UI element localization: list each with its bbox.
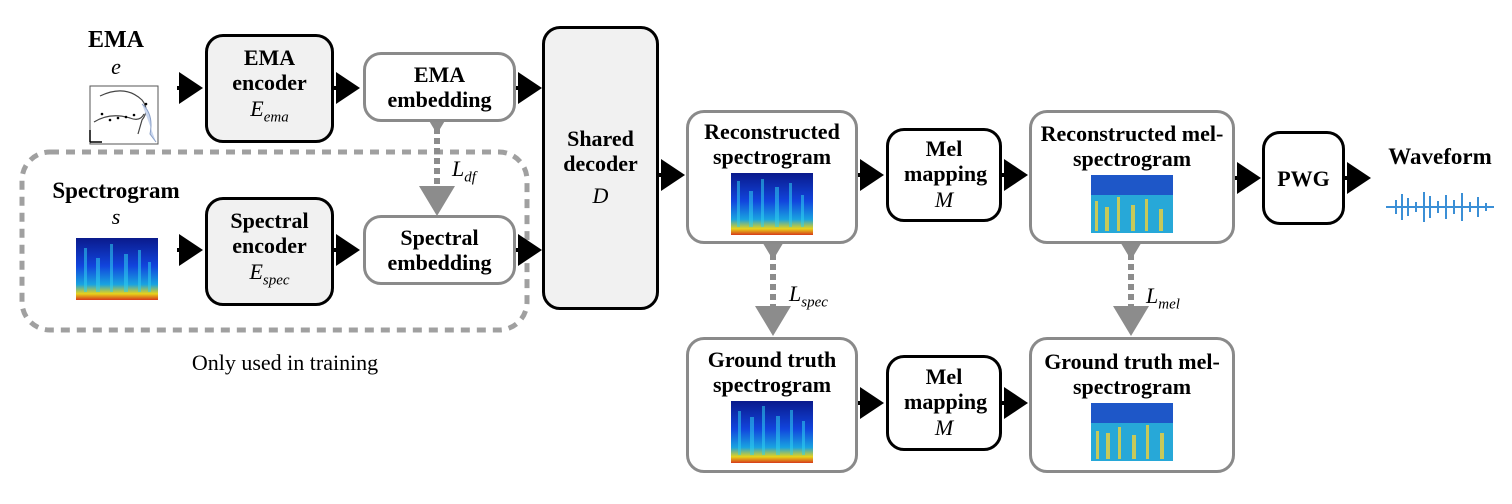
ema-encoder-sym: E: [250, 96, 264, 122]
ema-encoder-block[interactable]: EMA encoder Eema: [205, 34, 334, 143]
reconstructed-mel-spectrogram-image: [1091, 175, 1173, 233]
loss-df-label: Ldf: [452, 155, 476, 191]
ema-encoder-sub: ema: [263, 109, 289, 126]
mel-mapping-top-symbol: M: [934, 187, 954, 212]
spectral-encoder-sub: spec: [262, 272, 290, 289]
ema-input: EMA e: [68, 28, 164, 81]
training-note: Only used in training: [191, 350, 379, 375]
loss-df-sub: df: [464, 169, 476, 186]
spectral-encoder-sym: E: [249, 259, 263, 285]
pwg-block[interactable]: PWG: [1262, 131, 1345, 225]
ground-truth-mel-spectrogram-label: Ground truth mel-spectrogram: [1044, 349, 1220, 399]
spectrogram-title: Spectrogram: [52, 178, 180, 203]
loss-spec-label: Lspec: [789, 280, 828, 316]
spectral-encoder-block[interactable]: Spectral encoder Espec: [205, 197, 334, 306]
spectrogram-symbol: s: [111, 204, 121, 229]
ground-truth-spectrogram-block[interactable]: Ground truth spectrogram: [686, 337, 858, 473]
spectral-encoder-symbol: Espec: [249, 258, 289, 294]
ground-truth-mel-spectrogram-block[interactable]: Ground truth mel-spectrogram: [1029, 337, 1235, 473]
training-region: [19, 149, 530, 333]
spectrogram-input: Spectrogram s: [36, 178, 196, 231]
waveform-icon: [1386, 192, 1494, 222]
spectral-encoder-label: Spectral encoder: [230, 208, 309, 259]
reconstructed-spectrogram-label: Reconstructed spectrogram: [704, 119, 840, 169]
ema-encoder-symbol: Eema: [250, 95, 288, 131]
mel-mapping-bottom-symbol: M: [934, 415, 954, 440]
pwg-label: PWG: [1277, 165, 1330, 191]
shared-decoder-label: Shared decoder: [563, 126, 638, 176]
spectral-embedding-block[interactable]: Spectral embedding: [363, 215, 516, 285]
reconstructed-spectrogram-image: [731, 173, 813, 235]
loss-df-sym: L: [452, 156, 465, 181]
waveform-title: Waveform: [1388, 144, 1492, 169]
loss-spec-sym: L: [789, 281, 802, 306]
reconstructed-mel-spectrogram-label: Reconstructed mel-spectrogram: [1040, 121, 1224, 171]
reconstructed-spectrogram-block[interactable]: Reconstructed spectrogram: [686, 110, 858, 244]
ema-embedding-label: EMA embedding: [387, 62, 492, 112]
mel-mapping-bottom-label: Mel mapping: [904, 364, 988, 414]
mel-mapping-top-label: Mel mapping: [904, 136, 988, 186]
input-spectrogram-image: [76, 238, 158, 300]
loss-spec-sub: spec: [801, 294, 828, 311]
reconstructed-mel-spectrogram-block[interactable]: Reconstructed mel-spectrogram: [1029, 110, 1235, 244]
mel-mapping-bottom-block[interactable]: Mel mapping M: [886, 355, 1002, 451]
shared-decoder-block[interactable]: Shared decoder D: [542, 26, 659, 310]
ema-encoder-label: EMA encoder: [232, 45, 307, 96]
ground-truth-mel-spectrogram-image: [1091, 403, 1173, 461]
spectral-embedding-label: Spectral embedding: [387, 225, 492, 275]
loss-mel-label: Lmel: [1146, 282, 1180, 318]
ground-truth-spectrogram-label: Ground truth spectrogram: [707, 347, 837, 397]
ema-symbol: e: [111, 54, 121, 79]
loss-mel-sub: mel: [1158, 296, 1180, 313]
loss-mel-sym: L: [1146, 283, 1159, 308]
mel-mapping-top-block[interactable]: Mel mapping M: [886, 128, 1002, 222]
shared-decoder-symbol: D: [592, 183, 609, 208]
ground-truth-spectrogram-image: [731, 401, 813, 463]
ema-embedding-block[interactable]: EMA embedding: [363, 52, 516, 122]
ema-title: EMA: [88, 27, 144, 53]
ema-articulator-sketch: [89, 85, 159, 145]
